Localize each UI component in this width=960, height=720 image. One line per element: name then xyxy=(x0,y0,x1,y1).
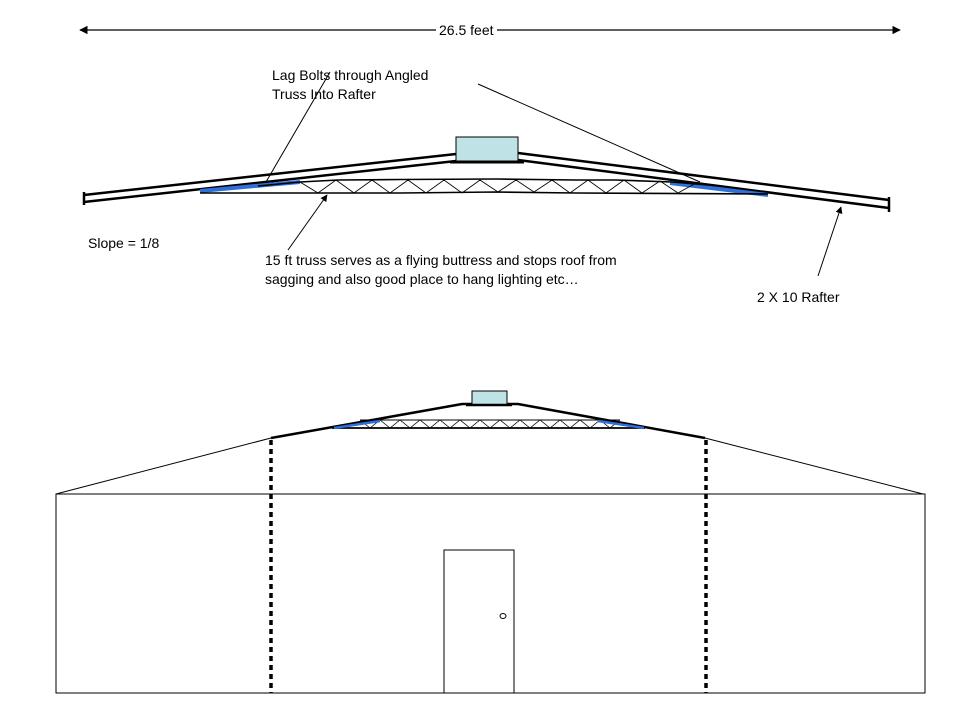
roof-edge-right xyxy=(704,437,924,495)
rafter-right xyxy=(517,151,891,212)
raised-roof xyxy=(270,402,706,440)
truss-note-label: 15 ft truss serves as a flying buttress … xyxy=(265,252,617,287)
lag-bolts-label: Lag Bolts through Angled Truss Into Raft… xyxy=(272,67,429,102)
truss-note-arrow xyxy=(287,194,328,251)
door xyxy=(443,549,515,694)
lag-bolt-leader-right xyxy=(477,83,701,183)
ridge-vent xyxy=(455,136,519,162)
bottom-left-reinforcement xyxy=(333,419,381,430)
building-wall xyxy=(55,493,926,694)
right-angle-reinforcement xyxy=(669,181,769,197)
top-truss xyxy=(200,178,769,195)
slope-label: Slope = 1/8 xyxy=(88,235,160,251)
door-knob xyxy=(499,613,507,619)
bottom-truss xyxy=(332,419,645,429)
roof-edge-left xyxy=(55,437,272,495)
rafter-label: 2 X 10 Rafter xyxy=(757,289,840,305)
bottom-right-reinforcement xyxy=(597,419,645,430)
rafter-arrow xyxy=(817,206,843,277)
ridge-vent-small xyxy=(471,390,508,406)
lag-bolt-leader-left xyxy=(265,71,331,183)
dimension-label: 26.5 feet xyxy=(436,21,497,40)
